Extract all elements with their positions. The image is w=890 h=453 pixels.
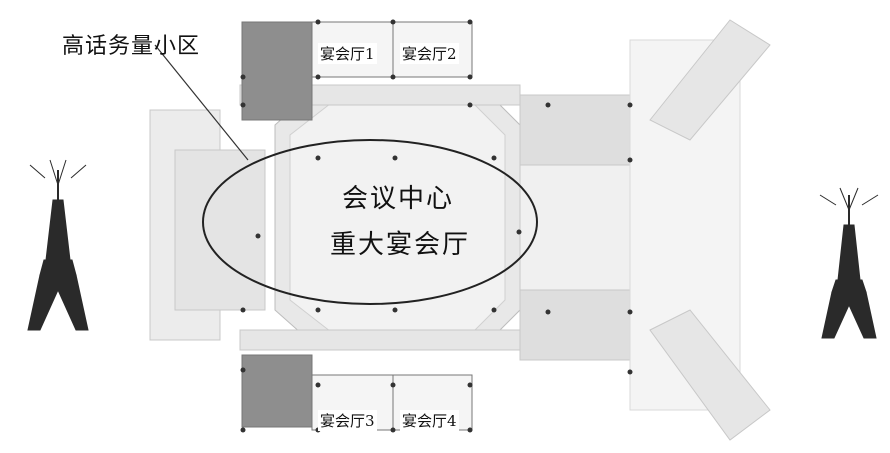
banquet-hall-2-label: 宴会厅2 [400, 43, 459, 64]
conference-center-label: 会议中心 [342, 184, 455, 214]
high-traffic-zone-ellipse [202, 139, 538, 305]
banquet-hall-1-label: 宴会厅1 [318, 43, 377, 64]
major-banquet-hall-label: 重大宴会厅 [330, 230, 471, 260]
banquet-hall-3-label: 宴会厅3 [318, 410, 377, 431]
banquet-hall-4-label: 宴会厅4 [400, 410, 459, 431]
building-floor-plan [149, 19, 771, 441]
left-transmission-tower-icon [27, 159, 89, 331]
callout-leader-line [154, 44, 249, 161]
right-transmission-tower-icon [819, 187, 879, 339]
high-traffic-cell-label: 高话务量小区 [62, 34, 201, 59]
column-dots [240, 19, 633, 433]
